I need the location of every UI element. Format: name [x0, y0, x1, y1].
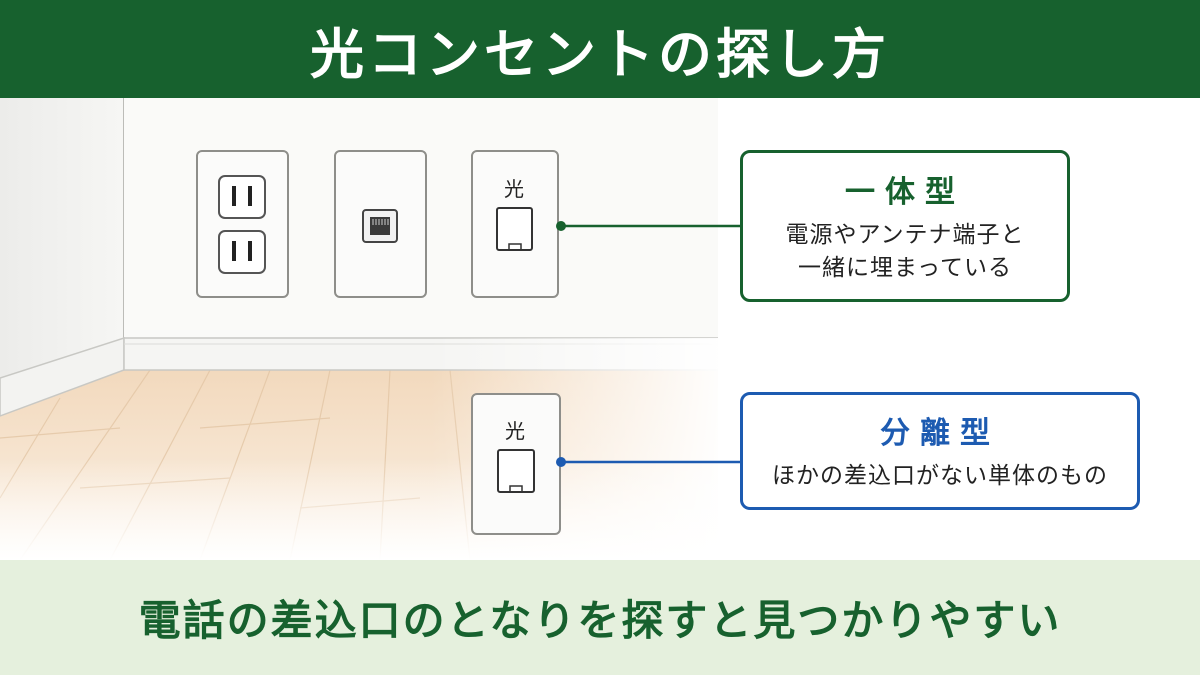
connector-dot-separate: [556, 457, 566, 467]
power-socket-upper: [218, 175, 266, 219]
optical-label-separate: 光: [505, 419, 525, 443]
phone-jack-plate: [334, 150, 427, 298]
callout-separate-title: 分離型: [880, 416, 1000, 452]
page-title: 光コンセントの探し方: [310, 22, 890, 86]
left-wall: [0, 98, 124, 378]
power-socket-lower: [218, 230, 266, 274]
callout-integrated-desc: 電源やアンテナ端子と 一緒に埋まっている: [785, 219, 1024, 286]
callout-separate-type: 分離型 ほかの差込口がない単体のもの: [740, 392, 1140, 510]
optical-outlet-plate-separate: [471, 393, 561, 535]
optical-outlet-plate-integrated: [471, 150, 559, 298]
callout-integrated-desc-line1: 電源やアンテナ端子と: [785, 221, 1025, 248]
callout-integrated-type: 一体型 電源やアンテナ端子と 一緒に埋まっている: [740, 150, 1070, 302]
callout-integrated-desc-line2: 一緒に埋まっている: [798, 255, 1012, 281]
optical-label-integrated: 光: [504, 177, 524, 201]
footer-tip: 電話の差込口のとなりを探すと見つかりやすい: [138, 596, 1062, 645]
header-banner: 光コンセントの探し方: [0, 0, 1200, 98]
power-outlet-plate: [196, 150, 289, 298]
callout-separate-desc: ほかの差込口がない単体のもの: [772, 463, 1108, 490]
connector-dot-integrated: [556, 221, 566, 231]
callout-integrated-title: 一体型: [845, 174, 965, 210]
footer-banner: 電話の差込口のとなりを探すと見つかりやすい: [0, 560, 1200, 675]
